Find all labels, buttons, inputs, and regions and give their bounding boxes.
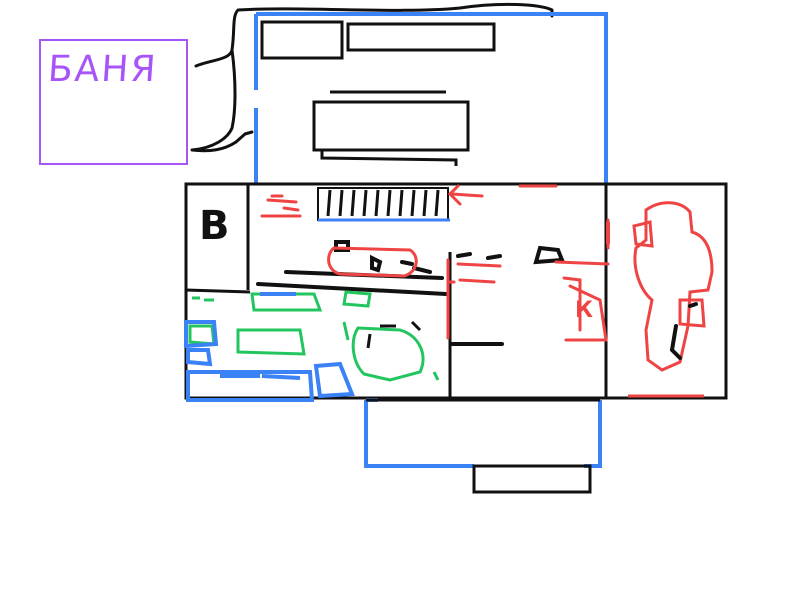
- green-items: [188, 290, 440, 382]
- left-room-floor: [185, 288, 251, 294]
- black-circle-marks: [366, 320, 422, 349]
- sauna-box: [39, 39, 188, 165]
- red-sofa: [327, 246, 418, 278]
- red-marks-top: [260, 184, 558, 218]
- room-k-label: К: [575, 298, 593, 323]
- upper-room-walls: [254, 12, 608, 185]
- outer-boundary-scribble: [190, 2, 554, 153]
- sauna-label: БАНЯ: [46, 49, 159, 90]
- upper-table: [312, 90, 470, 166]
- red-car-sketch: [632, 201, 714, 372]
- staircase-steps: [326, 189, 440, 217]
- blue-items: [184, 292, 355, 402]
- upper-cabinet-long: [346, 22, 496, 52]
- staircase-frame: [317, 187, 449, 221]
- black-mark-right-room: [669, 302, 698, 360]
- red-arrow: [447, 184, 484, 206]
- lower-extension-black: [366, 398, 600, 494]
- upper-cabinet-small: [260, 20, 344, 60]
- room-b-label: В: [199, 203, 230, 249]
- lower-extension-walls: [364, 398, 602, 468]
